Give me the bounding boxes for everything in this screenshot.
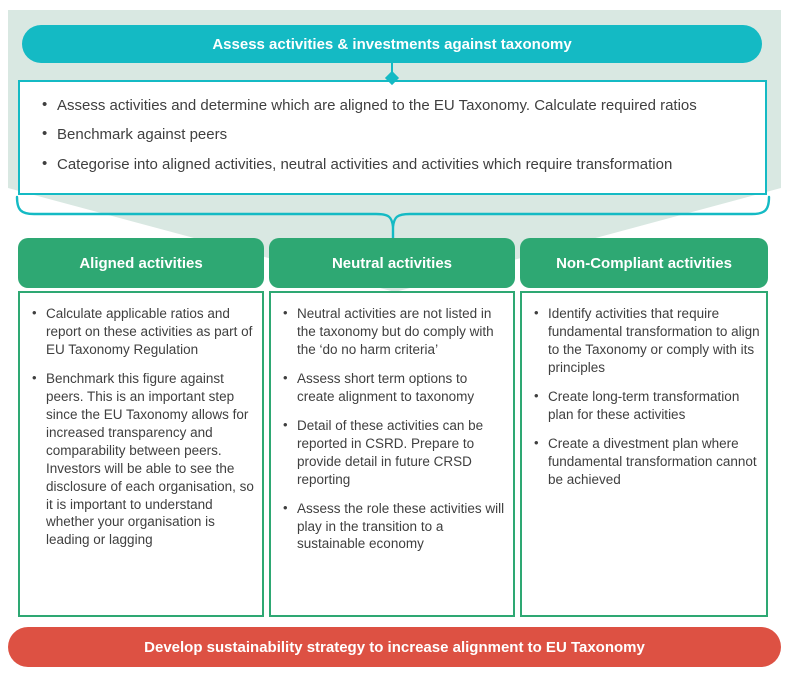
- column-header: Neutral activities: [269, 238, 515, 288]
- column-header-label: Aligned activities: [79, 254, 203, 272]
- column-non-compliant-activities: Non-Compliant activities Identify activi…: [520, 238, 768, 617]
- assessment-bullet-list: Assess activities and determine which ar…: [20, 82, 765, 175]
- column-bullet-list: Identify activities that require fundame…: [522, 293, 766, 489]
- column-body: Calculate applicable ratios and report o…: [18, 291, 264, 617]
- bullet-item: Assess the role these activities will pl…: [282, 499, 507, 554]
- column-body: Neutral activities are not listed in the…: [269, 291, 515, 617]
- bullet-item: Create long-term transformation plan for…: [533, 387, 760, 424]
- bullet-item: Calculate applicable ratios and report o…: [31, 304, 256, 359]
- column-body: Identify activities that require fundame…: [520, 291, 768, 617]
- bottom-banner-label: Develop sustainability strategy to incre…: [144, 638, 645, 656]
- top-banner-label: Assess activities & investments against …: [212, 35, 572, 53]
- column-aligned-activities: Aligned activities Calculate applicable …: [18, 238, 264, 617]
- bullet-item: Create a divestment plan where fundament…: [533, 434, 760, 489]
- bullet-item: Assess short term options to create alig…: [282, 369, 507, 406]
- column-header-label: Non-Compliant activities: [556, 254, 732, 272]
- bullet-item: Categorise into aligned activities, neut…: [40, 153, 751, 175]
- bullet-item: Assess activities and determine which ar…: [40, 95, 751, 116]
- column-bullet-list: Neutral activities are not listed in the…: [271, 293, 513, 553]
- column-header-label: Neutral activities: [331, 254, 453, 272]
- bullet-item: Neutral activities are not listed in the…: [282, 304, 507, 359]
- bullet-item: Benchmark this figure against peers. Thi…: [31, 369, 256, 550]
- column-bullet-list: Calculate applicable ratios and report o…: [20, 293, 262, 549]
- bullet-item: Benchmark against peers: [40, 124, 751, 145]
- top-banner: Assess activities & investments against …: [22, 25, 762, 63]
- column-header: Non-Compliant activities: [520, 238, 768, 288]
- column-header: Aligned activities: [18, 238, 264, 288]
- assessment-box: Assess activities and determine which ar…: [18, 80, 767, 195]
- bullet-item: Detail of these activities can be report…: [282, 416, 507, 489]
- column-neutral-activities: Neutral activities Neutral activities ar…: [269, 238, 515, 617]
- bottom-banner: Develop sustainability strategy to incre…: [8, 627, 781, 667]
- bullet-item: Identify activities that require fundame…: [533, 304, 760, 377]
